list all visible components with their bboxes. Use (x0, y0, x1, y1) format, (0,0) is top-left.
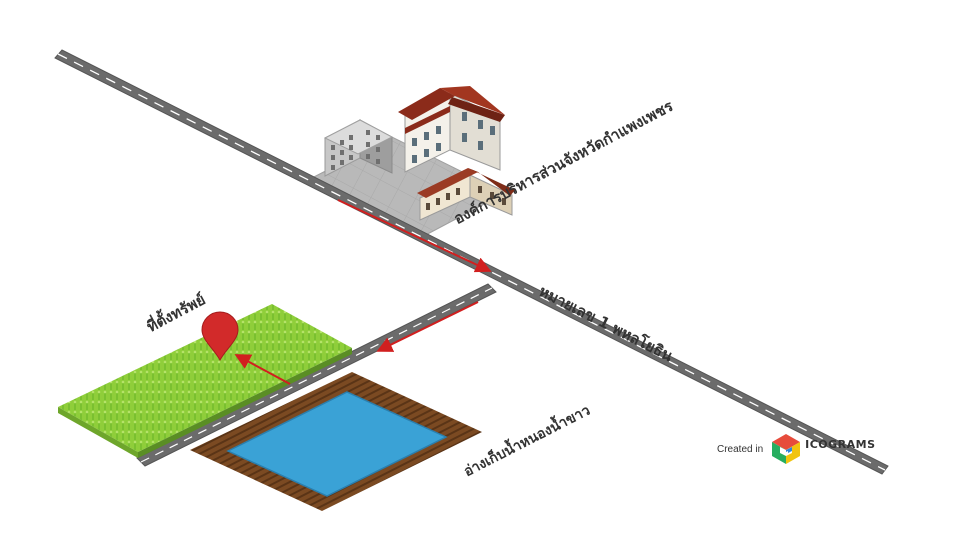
icograms-watermark: Created in ICOGRAMS (717, 432, 876, 466)
icograms-logo-icon (772, 434, 801, 464)
direction-arrow-icon (337, 199, 492, 273)
apartment-buildings (323, 119, 394, 177)
location-pin-icon (201, 311, 239, 362)
government-office-building (398, 86, 505, 173)
watermark-created-in: Created in (717, 443, 764, 455)
direction-arrow-icon (234, 354, 291, 385)
annex-building (417, 168, 515, 221)
crop-field (58, 304, 352, 458)
direction-arrow-icon (376, 301, 479, 352)
side-road (136, 283, 497, 467)
direction-arrows (234, 199, 492, 385)
reservoir (190, 372, 482, 511)
watermark-brand: ICOGRAMS (805, 437, 876, 451)
